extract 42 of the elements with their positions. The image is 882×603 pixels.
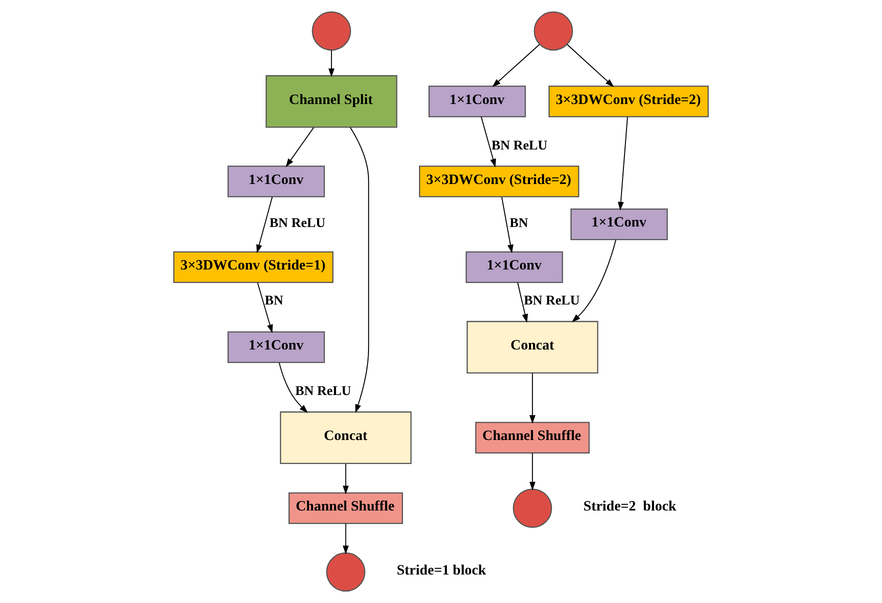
- node-box: Channel Shuffle: [288, 492, 403, 524]
- edge-label: BN: [264, 292, 284, 308]
- arrow: [529, 372, 536, 424]
- node-box: 1×1Conv: [570, 208, 668, 240]
- arrow: [286, 127, 314, 168]
- arrow: [517, 282, 528, 323]
- node-box: Channel Shuffle: [475, 422, 590, 454]
- node-box: 1×1Conv: [228, 331, 325, 364]
- node-box: 3×3DWConv (Stride=1): [173, 251, 334, 284]
- node-box: Concat: [280, 411, 412, 464]
- edge-label: BN ReLU: [270, 214, 326, 230]
- node-box: 3×3DWConv (Stride=2): [419, 166, 580, 198]
- node-circle: [312, 11, 352, 51]
- node-box: 1×1Conv: [228, 166, 325, 198]
- edge-label: BN ReLU: [524, 292, 580, 308]
- arrow: [566, 44, 614, 88]
- node-circle: [512, 488, 552, 528]
- arrow: [256, 196, 273, 254]
- edge-label: BN: [510, 214, 528, 230]
- arrow: [501, 196, 514, 254]
- arrow: [480, 116, 496, 168]
- arrow: [278, 362, 308, 413]
- edge-label: BN ReLU: [295, 383, 352, 398]
- arrow: [328, 50, 334, 78]
- node-box: Concat: [466, 320, 598, 374]
- arrow: [342, 523, 349, 554]
- arrow: [257, 282, 273, 334]
- node-circle: [534, 11, 574, 51]
- label: Stride=2 block: [583, 498, 676, 515]
- arrow: [529, 452, 536, 490]
- arrow: [492, 44, 540, 88]
- node-box: 3×3DWConv (Stride=2): [548, 86, 709, 118]
- node-box: 1×1Conv: [466, 251, 564, 284]
- node-box: 1×1Conv: [428, 86, 526, 118]
- arrow: [342, 463, 349, 494]
- arrow: [350, 126, 370, 413]
- node-box: Channel Split: [266, 75, 398, 128]
- arrow: [572, 239, 616, 322]
- label: Stride=1 block: [396, 562, 486, 578]
- arrow: [618, 116, 628, 210]
- node-circle: [326, 552, 366, 592]
- edge-label: BN ReLU: [491, 137, 548, 152]
